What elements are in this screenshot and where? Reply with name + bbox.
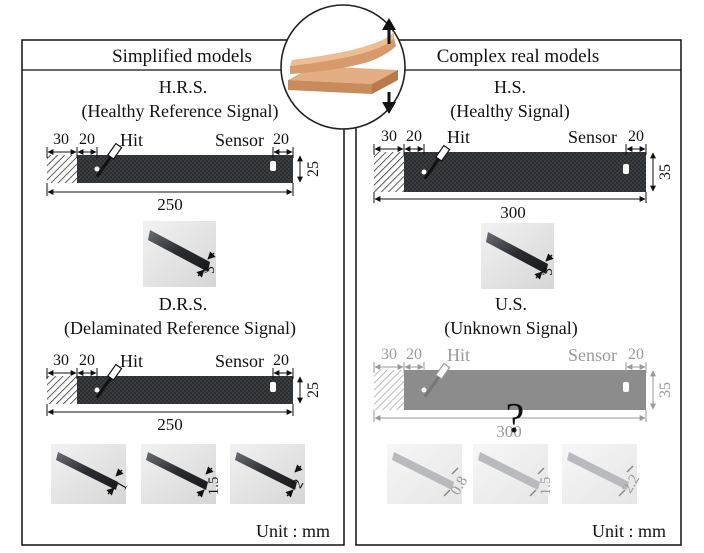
hrs-thickness-label: 3 — [202, 266, 218, 274]
hrs-dim-length: 250 — [157, 195, 183, 214]
us-sensor-label: Sensor — [568, 345, 617, 365]
right-panel-frame — [355, 39, 682, 546]
hs-thickness-label: 3 — [540, 268, 556, 276]
hs-dim-hit: 20 — [406, 128, 422, 145]
us-dim-width: 35 — [657, 382, 674, 398]
left-panel: Simplified models H.R.S. (Healthy Refere… — [21, 39, 345, 546]
us-photo-1 — [387, 444, 462, 504]
drs-photo-1: 1 — [51, 444, 131, 504]
drs-photo-2-label: 1.5 — [206, 477, 222, 496]
hs-thickness-photo: 3 — [481, 223, 556, 289]
drs-dim-width: 25 — [305, 382, 322, 398]
drs-abbr: D.R.S. — [159, 294, 208, 314]
us-hit-label: Hit — [447, 345, 470, 365]
us-photo-2-label: 1.5 — [538, 477, 554, 496]
us-sensor — [623, 382, 629, 392]
left-unit-label: Unit : mm — [256, 521, 330, 541]
hrs-hit-label: Hit — [120, 130, 143, 150]
drs-dim-hit: 20 — [79, 352, 95, 369]
hs-hit-label: Hit — [447, 127, 470, 147]
hs-abbr: H.S. — [494, 77, 526, 97]
hrs-sensor — [270, 161, 276, 171]
us-clamped-zone — [374, 370, 404, 410]
hs-hammer-icon — [423, 144, 451, 180]
drs-full-name: (Delaminated Reference Signal) — [64, 318, 296, 339]
hs-dim-width: 35 — [657, 164, 674, 180]
us-dim-hatched: 30 — [381, 346, 397, 363]
hrs-full-name: (Healthy Reference Signal) — [82, 101, 279, 122]
drs-hammer-icon — [95, 363, 123, 399]
hrs-dim-hit: 20 — [79, 131, 95, 148]
right-panel: Complex real models H.S. (Healthy Signal… — [355, 39, 682, 546]
drs-sensor — [270, 382, 276, 392]
hs-hit-point — [421, 169, 427, 175]
drs-hit-label: Hit — [120, 351, 143, 371]
hs-dim-hatched: 30 — [381, 128, 397, 145]
hs-strip — [374, 152, 646, 192]
drs-dim-right: 20 — [273, 352, 289, 369]
drs-photo-3: 2 — [230, 444, 307, 504]
hrs-sensor-label: Sensor — [215, 130, 264, 150]
drs-hit-point — [94, 387, 100, 393]
drs-photo-2: 1.5 — [141, 444, 222, 504]
drs-sensor-label: Sensor — [215, 351, 264, 371]
hrs-dim-right: 20 — [273, 131, 289, 148]
drs-dim-length: 250 — [157, 415, 183, 434]
hs-full-name: (Healthy Signal) — [450, 101, 569, 122]
hs-dim-length: 300 — [500, 203, 526, 222]
left-panel-title: Simplified models — [112, 46, 252, 67]
hrs-clamped-zone — [47, 155, 77, 183]
hs-dim-right: 20 — [628, 128, 644, 145]
hs-clamped-zone — [374, 152, 404, 192]
hrs-hit-point — [94, 166, 100, 172]
hs-specimen: 30 20 Hit Sensor 20 35 300 — [373, 127, 674, 222]
hrs-dim-width: 25 — [305, 161, 322, 177]
us-dim-hit: 20 — [406, 346, 422, 363]
delamination-icon — [280, 4, 406, 130]
us-full-name: (Unknown Signal) — [444, 318, 578, 339]
drs-strip — [47, 376, 293, 404]
drs-clamped-zone — [47, 376, 77, 404]
us-dim-right: 20 — [628, 346, 644, 363]
drs-specimen: 30 20 Hit Sensor 20 25 250 — [46, 351, 322, 434]
us-specimen: 30 20 Hit Sensor 20 35 300 — [373, 345, 674, 441]
left-panel-frame — [21, 39, 345, 546]
right-unit-label: Unit : mm — [592, 521, 666, 541]
drs-dim-hatched: 30 — [53, 352, 69, 369]
us-photo-2 — [473, 444, 548, 504]
us-strip — [374, 370, 646, 410]
hs-sensor-label: Sensor — [568, 127, 617, 147]
right-panel-title: Complex real models — [437, 46, 600, 67]
us-hammer-icon — [423, 362, 451, 398]
hrs-abbr: H.R.S. — [159, 77, 208, 97]
hrs-thickness-photo: 3 — [143, 221, 218, 287]
hrs-dim-hatched: 30 — [53, 131, 69, 148]
us-dim-length: 300 — [496, 422, 522, 441]
hrs-strip — [47, 155, 293, 183]
hrs-specimen: 30 20 Hit Sensor 20 25 250 — [46, 130, 322, 214]
us-hit-point — [421, 387, 427, 393]
us-question-mark: ? — [506, 396, 525, 442]
us-photo-3 — [562, 444, 637, 504]
us-abbr: U.S. — [495, 294, 527, 314]
hs-sensor — [623, 164, 629, 174]
hrs-hammer-icon — [95, 142, 123, 178]
